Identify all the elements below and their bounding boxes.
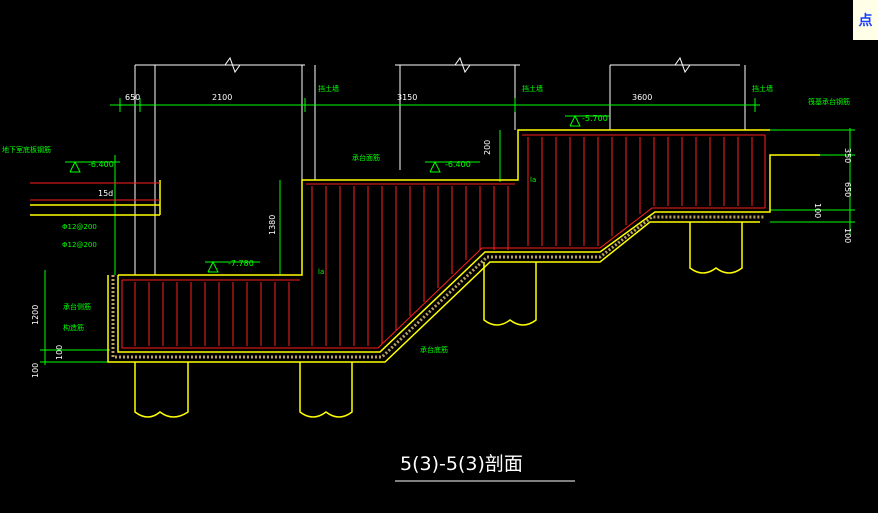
drawing-title: 5(3)-5(3)剖面 <box>400 453 523 475</box>
dim-650: 650 <box>125 93 140 102</box>
level-4: -5.700 <box>582 114 608 123</box>
corner-button[interactable]: 点 <box>853 0 878 40</box>
dim-3600: 3600 <box>632 93 652 102</box>
label-side-bar: 构造筋 <box>63 323 84 332</box>
dim-200: 200 <box>483 140 492 155</box>
dimension-lines <box>40 98 855 365</box>
foundation-outline <box>30 129 820 363</box>
piles <box>134 222 743 418</box>
cushion-layer <box>111 215 765 359</box>
dim-650v: 650 <box>843 182 852 197</box>
label-anchor: 15d <box>98 189 113 198</box>
dim-2100: 2100 <box>212 93 232 102</box>
label-bottom-rebar: 承台底筋 <box>420 345 448 354</box>
dim-1200: 1200 <box>31 305 40 325</box>
label-rebar-1: Φ12@200 <box>62 223 97 231</box>
dim-100a: 100 <box>813 203 822 218</box>
label-left-slab: 地下室底板钢筋 <box>2 145 51 154</box>
label-wall-left: 挡土墙 <box>318 84 339 93</box>
label-la-2: la <box>530 176 536 184</box>
level-1: -6.400 <box>88 160 114 169</box>
level-2: -6.400 <box>445 160 471 169</box>
label-right-slab: 筏基承台钢筋 <box>808 97 850 106</box>
level-3: -7.780 <box>228 259 254 268</box>
label-la-1: la <box>318 268 324 276</box>
wall-lines <box>134 56 746 275</box>
dim-100c: 100 <box>55 345 64 360</box>
label-side-rebar: 承台侧筋 <box>63 302 91 311</box>
label-wall-right: 挡土墙 <box>752 84 773 93</box>
dim-1380: 1380 <box>268 215 277 235</box>
dim-3150: 3150 <box>397 93 417 102</box>
dim-100d: 100 <box>31 363 40 378</box>
label-rebar-2: Φ12@200 <box>62 241 97 249</box>
label-wall-mid: 挡土墙 <box>522 84 543 93</box>
label-top-rebar: 承台面筋 <box>352 153 380 162</box>
level-markers <box>65 114 610 273</box>
dim-100b: 100 <box>843 228 852 243</box>
dim-350: 350 <box>843 148 852 163</box>
rebar-cage <box>30 134 766 349</box>
stirrups <box>134 137 753 346</box>
